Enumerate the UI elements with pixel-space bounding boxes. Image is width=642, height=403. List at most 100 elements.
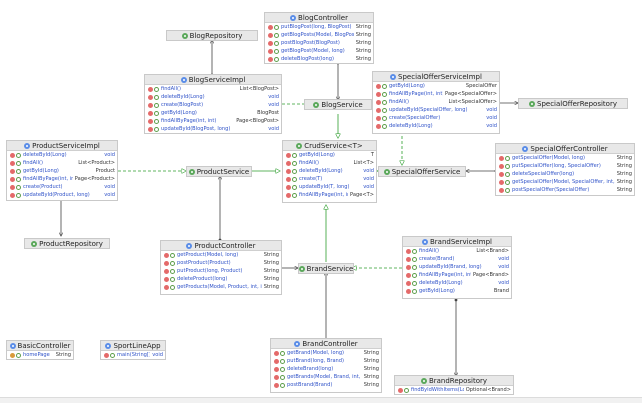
member-row[interactable]: updateById(T, long)void: [283, 183, 376, 191]
member-row[interactable]: postBlogPost(BlogPost)String: [265, 39, 373, 47]
member-row[interactable]: deleteById(Long) void: [373, 122, 499, 130]
member-row[interactable]: findAll()List<BlogPost>: [145, 85, 281, 93]
member-row[interactable]: postBrand(Brand)String: [271, 381, 381, 389]
member-row[interactable]: updateById(SpecialOffer, long)void: [373, 106, 499, 114]
member-row[interactable]: findAllByPage(int, int)Page<Brand>: [403, 271, 511, 279]
member-row[interactable]: updateById(Product, long)void: [7, 191, 117, 199]
member-row[interactable]: findAll()List<Brand>: [403, 247, 511, 255]
member-name: create(SpecialOffer): [389, 115, 441, 121]
member-type: void: [104, 184, 115, 190]
member-row[interactable]: getById(Long)Product: [7, 167, 117, 175]
member-row[interactable]: findAllByPage(int, int)Page<SpecialOffer…: [373, 90, 499, 98]
member-type: String: [616, 155, 632, 161]
member-row[interactable]: getBrand(Model, long)String: [271, 349, 381, 357]
member-row[interactable]: findAll()List<Product>: [7, 159, 117, 167]
member-row[interactable]: getById(Long)SpecialOffer: [373, 82, 499, 90]
member-row[interactable]: findAll()List<T>: [283, 159, 376, 167]
member-row[interactable]: deleteBrand(long)String: [271, 365, 381, 373]
method-icon: [376, 115, 381, 121]
member-row[interactable]: deleteById(Long)void: [7, 151, 117, 159]
member-row[interactable]: findAllByPage(int, int)Page<BlogPost>: [145, 117, 281, 125]
member-row[interactable]: findAllByPage(int, int)Page<T>: [283, 191, 376, 199]
interface-product-repository[interactable]: ProductRepository: [24, 238, 110, 249]
member-row[interactable]: putBlogPost(long, BlogPost)String: [265, 23, 373, 31]
public-visibility-icon: [292, 184, 297, 190]
interface-brand-service[interactable]: BrandService: [298, 263, 354, 274]
member-row[interactable]: findAll()List<SpecialOffer>: [373, 98, 499, 106]
member-row[interactable]: deleteProduct(long)String: [161, 275, 281, 283]
member-row[interactable]: deleteById(Long)void: [403, 279, 511, 287]
member-row[interactable]: deleteSpecialOffer(long)String: [496, 170, 634, 178]
interface-special-offer-service[interactable]: SpecialOfferService: [378, 166, 466, 177]
member-row[interactable]: main(String[])void: [101, 351, 165, 359]
member-row[interactable]: getBrands(Model, Brand, int, int)String: [271, 373, 381, 381]
box-title: BrandServiceImpl: [430, 237, 492, 246]
member-row[interactable]: postProduct(Product)String: [161, 259, 281, 267]
member-type: void: [486, 123, 497, 129]
box-header: BlogService: [305, 100, 371, 109]
member-row[interactable]: getBlogPosts(Model, BlogPost, int, int)S…: [265, 31, 373, 39]
member-row[interactable]: putBrand(long, Brand)String: [271, 357, 381, 365]
member-name: findAllByPage(int, int): [23, 176, 73, 182]
member-row[interactable]: getProduct(Model, long)String: [161, 251, 281, 259]
member-name: updateById(Product, long): [23, 192, 90, 198]
member-type: List<Brand>: [476, 248, 509, 254]
interface-brand-repository[interactable]: BrandRepositoryfindByIdWithItems(Long)Op…: [394, 375, 514, 395]
member-name: getBrands(Model, Brand, int, int): [287, 374, 362, 380]
member-name: deleteProduct(long): [177, 276, 228, 282]
member-row[interactable]: deleteBlogPost(long)String: [265, 55, 373, 63]
member-row[interactable]: getBlogPost(Model, long)String: [265, 47, 373, 55]
member-row[interactable]: findByIdWithItems(Long)Optional<Brand>: [395, 386, 513, 394]
member-row[interactable]: updateById(Brand, long)void: [403, 263, 511, 271]
member-type: String: [355, 48, 371, 54]
interface-blog-service[interactable]: BlogService: [304, 99, 372, 110]
box-title: ProductServiceImpl: [32, 141, 100, 150]
member-row[interactable]: create(T)void: [283, 175, 376, 183]
method-icon: [148, 118, 153, 124]
member-row[interactable]: getById(Long)Brand: [403, 287, 511, 295]
member-type: void: [498, 280, 509, 286]
public-visibility-icon: [292, 168, 297, 174]
member-row[interactable]: create(SpecialOffer)void: [373, 114, 499, 122]
member-row[interactable]: getProducts(Model, Product, int, int)Str…: [161, 283, 281, 291]
member-name: deleteById(Long): [299, 168, 343, 174]
member-row[interactable]: create(Product) void: [7, 183, 117, 191]
member-row[interactable]: getById(Long)T: [283, 151, 376, 159]
member-row[interactable]: putSpecialOffer(long, SpecialOffer)Strin…: [496, 162, 634, 170]
interface-product-service[interactable]: ProductService: [186, 166, 252, 177]
member-row[interactable]: putProduct(long, Product)String: [161, 267, 281, 275]
member-row[interactable]: getSpecialOffer(Model, SpecialOffer, int…: [496, 178, 634, 186]
member-row[interactable]: getById(Long)BlogPost: [145, 109, 281, 117]
member-name: deleteById(Long): [389, 123, 433, 129]
member-row[interactable]: postSpecialOffer(SpecialOffer)String: [496, 186, 634, 194]
member-row[interactable]: create(Brand)void: [403, 255, 511, 263]
interface-blog-repository[interactable]: BlogRepository: [166, 30, 258, 41]
member-name: create(Product): [23, 184, 63, 190]
member-name: getById(Long): [23, 168, 59, 174]
member-type: String: [263, 284, 279, 290]
member-row[interactable]: getSpecialOffer(Model, long)String: [496, 154, 634, 162]
public-visibility-icon: [292, 176, 297, 182]
interface-special-offer-repository[interactable]: SpecialOfferRepository: [518, 98, 628, 109]
member-name: putProduct(long, Product): [177, 268, 243, 274]
member-name: create(T): [299, 176, 323, 182]
member-row[interactable]: deleteById(Long)void: [145, 93, 281, 101]
member-row[interactable]: deleteById(Long)void: [283, 167, 376, 175]
member-row[interactable]: updateById(BlogPost, long)void: [145, 125, 281, 133]
member-row[interactable]: findAllByPage(int, int)Page<Product>: [7, 175, 117, 183]
method-icon: [148, 94, 153, 100]
member-row[interactable]: create(BlogPost)void: [145, 101, 281, 109]
method-icon: [376, 107, 381, 113]
